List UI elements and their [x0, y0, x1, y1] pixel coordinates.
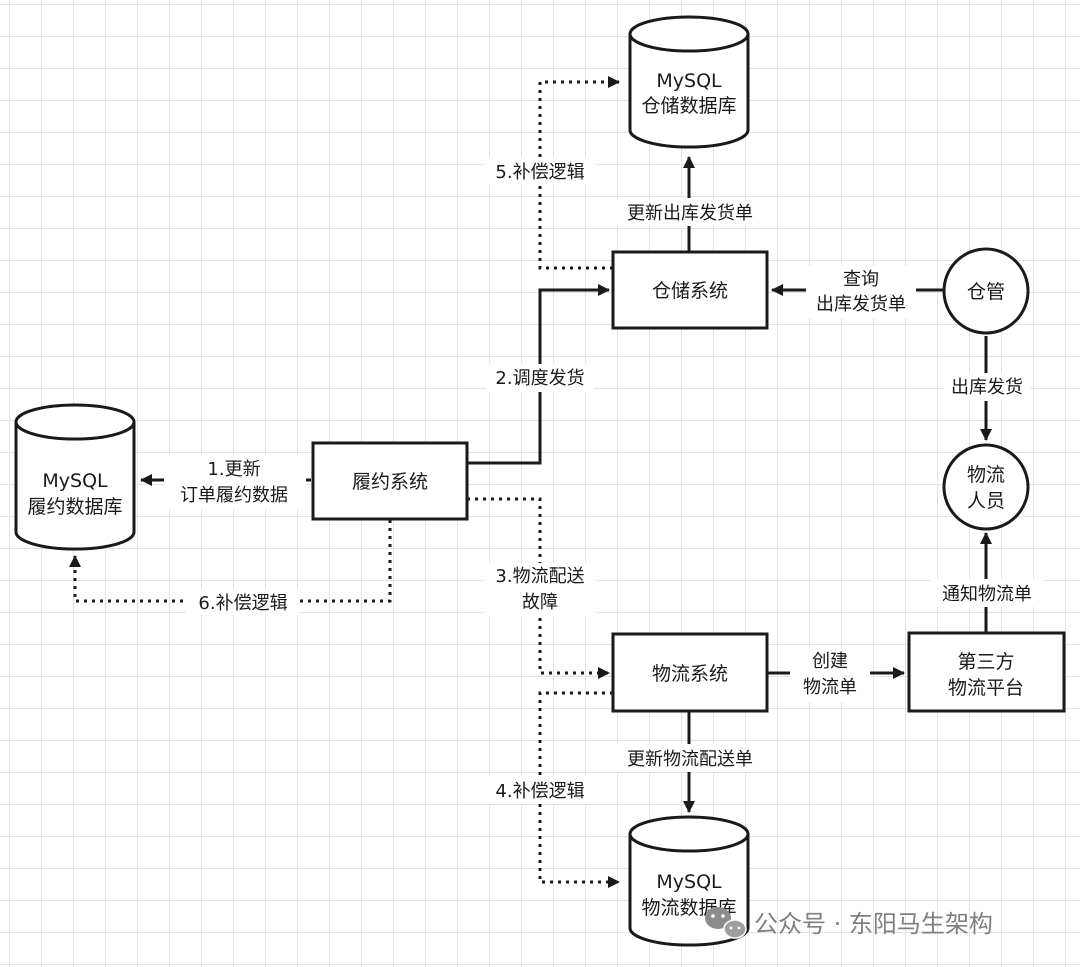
label-query-line2: 出库发货单 [816, 294, 906, 315]
label-compensation-6: 6.补偿逻辑 [198, 593, 287, 614]
warehouse-db-cylinder: MySQL 仓储数据库 [628, 15, 750, 149]
logistics-staff-label-line2: 人员 [967, 490, 1005, 512]
label-compensation-4: 4.补偿逻辑 [495, 781, 584, 802]
label-query-line1: 查询 [843, 269, 879, 290]
logistics-system-label: 物流系统 [652, 663, 728, 685]
third-party-platform-node: 第三方 物流平台 [907, 631, 1066, 713]
label-delivery-fault-line1: 3.物流配送 [495, 566, 584, 587]
warehouse-db-label-line1: MySQL [656, 70, 722, 92]
warehouse-system-label: 仓储系统 [652, 280, 728, 302]
watermark-text: 公众号 · 东阳马生架构 [754, 910, 993, 938]
logistics-staff-node: 物流 人员 [942, 443, 1030, 531]
label-update-order-line2: 订单履约数据 [180, 485, 288, 506]
fulfillment-db-label-line1: MySQL [42, 470, 108, 492]
watermark: 公众号 · 东阳马生架构 [705, 907, 993, 939]
fulfillment-system-node: 履约系统 [311, 441, 469, 521]
label-compensation-5: 5.补偿逻辑 [495, 162, 584, 183]
label-dispatch-shipping: 2.调度发货 [495, 368, 584, 389]
label-update-delivery-order: 更新物流配送单 [627, 749, 753, 770]
fulfillment-system-label: 履约系统 [352, 471, 428, 493]
third-party-platform-label-line1: 第三方 [957, 651, 1014, 673]
logistics-staff-label-line1: 物流 [967, 464, 1005, 486]
warehouse-db-label-line2: 仓储数据库 [641, 95, 736, 117]
fulfillment-db-cylinder: MySQL 履约数据库 [14, 403, 136, 551]
edge-labels: 更新出库发货单 5.补偿逻辑 查询 出库发货单 出库发货 2.调度发货 1.更新… [164, 157, 1043, 804]
logistics-system-node: 物流系统 [611, 632, 769, 713]
fulfillment-db-label-line2: 履约数据库 [27, 496, 122, 518]
warehouse-keeper-node: 仓管 [942, 247, 1030, 335]
wechat-icon [705, 907, 747, 939]
warehouse-system-node: 仓储系统 [611, 250, 769, 330]
label-outbound-ship: 出库发货 [951, 377, 1023, 398]
label-create-line2: 物流单 [803, 677, 857, 698]
label-delivery-fault-line2: 故障 [522, 592, 558, 613]
label-create-line1: 创建 [812, 651, 848, 672]
warehouse-keeper-label: 仓管 [967, 281, 1005, 303]
label-update-order-line1: 1.更新 [207, 459, 260, 480]
label-notify-logistics-order: 通知物流单 [942, 584, 1032, 605]
third-party-platform-label-line2: 物流平台 [948, 677, 1024, 699]
label-update-outbound-order: 更新出库发货单 [627, 203, 753, 224]
logistics-db-label-line1: MySQL [656, 871, 722, 893]
edge-compensation-6 [69, 520, 392, 603]
edge-compensation-5 [538, 76, 620, 270]
